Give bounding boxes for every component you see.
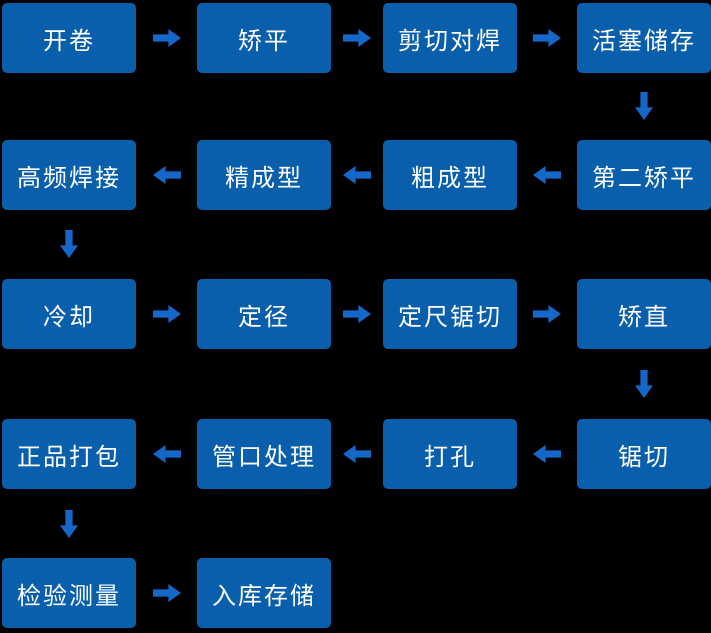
arrow-right-icon [343,305,371,323]
flow-step-high-frequency-welding: 高频焊接 [2,140,136,210]
arrow-down-icon [60,510,78,538]
arrow-left-icon [343,445,371,463]
arrow-left-icon [343,166,371,184]
arrow-down-icon [635,92,653,120]
arrow-left-icon [533,166,561,184]
arrow-right-icon [153,584,181,602]
arrow-left-icon [153,166,181,184]
arrow-right-icon [533,305,561,323]
flow-step-shear-butt-welding: 剪切对焊 [383,3,517,73]
flow-step-rough-forming: 粗成型 [383,140,517,210]
arrow-right-icon [153,29,181,47]
flow-step-pipe-end-treatment: 管口处理 [197,419,331,489]
flow-step-leveling: 矫平 [197,3,331,73]
flow-step-uncoiling: 开卷 [2,3,136,73]
flow-step-piston-storage: 活塞储存 [577,3,711,73]
arrow-right-icon [343,29,371,47]
arrow-right-icon [153,305,181,323]
flow-step-fixed-length-sawing: 定尺锯切 [383,279,517,349]
flow-step-straightening: 矫直 [577,279,711,349]
flow-step-punching: 打孔 [383,419,517,489]
flow-step-sizing: 定径 [197,279,331,349]
flow-step-prime-product-packing: 正品打包 [2,419,136,489]
flow-step-inspection-measurement: 检验测量 [2,558,136,628]
flow-step-cooling: 冷却 [2,279,136,349]
flow-step-warehouse-storage: 入库存储 [197,558,331,628]
flow-step-sawing: 锯切 [577,419,711,489]
arrow-left-icon [533,445,561,463]
arrow-left-icon [153,445,181,463]
flow-step-second-leveling: 第二矫平 [577,140,711,210]
flow-step-fine-forming: 精成型 [197,140,331,210]
arrow-down-icon [635,370,653,398]
arrow-right-icon [533,29,561,47]
arrow-down-icon [60,230,78,258]
